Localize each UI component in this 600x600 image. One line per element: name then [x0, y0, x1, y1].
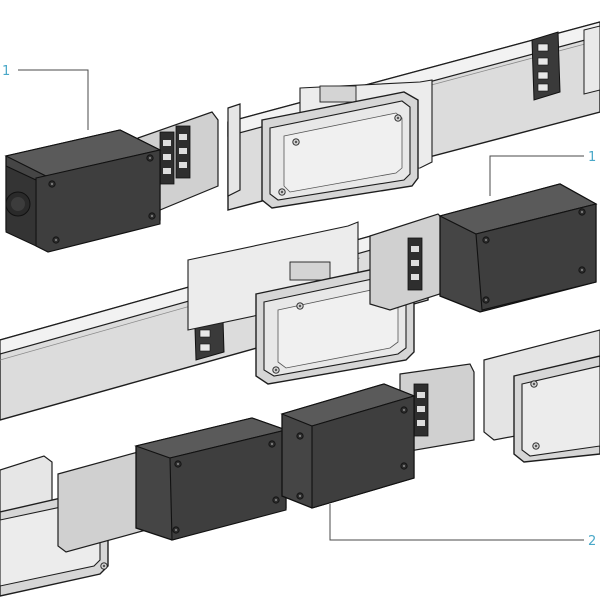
callout-label-1b: 1 [588, 150, 596, 165]
end-feed-box-middle-right [369, 183, 598, 313]
leader-line-c1a [18, 69, 89, 130]
joint-coupling-box [134, 383, 416, 541]
cover-plate-top [261, 91, 419, 209]
connector-block-top-right [531, 25, 600, 101]
leader-line-c1b [489, 155, 584, 196]
cover-plate-right-partial [483, 329, 600, 463]
callout-leader-lines [18, 69, 584, 541]
leader-line-c2 [329, 504, 584, 541]
rail-end-frame-bottom [57, 363, 475, 553]
callout-label-1a: 1 [2, 64, 10, 79]
callout-label-2: 2 [588, 534, 596, 549]
end-feed-box-top-left [4, 111, 219, 253]
